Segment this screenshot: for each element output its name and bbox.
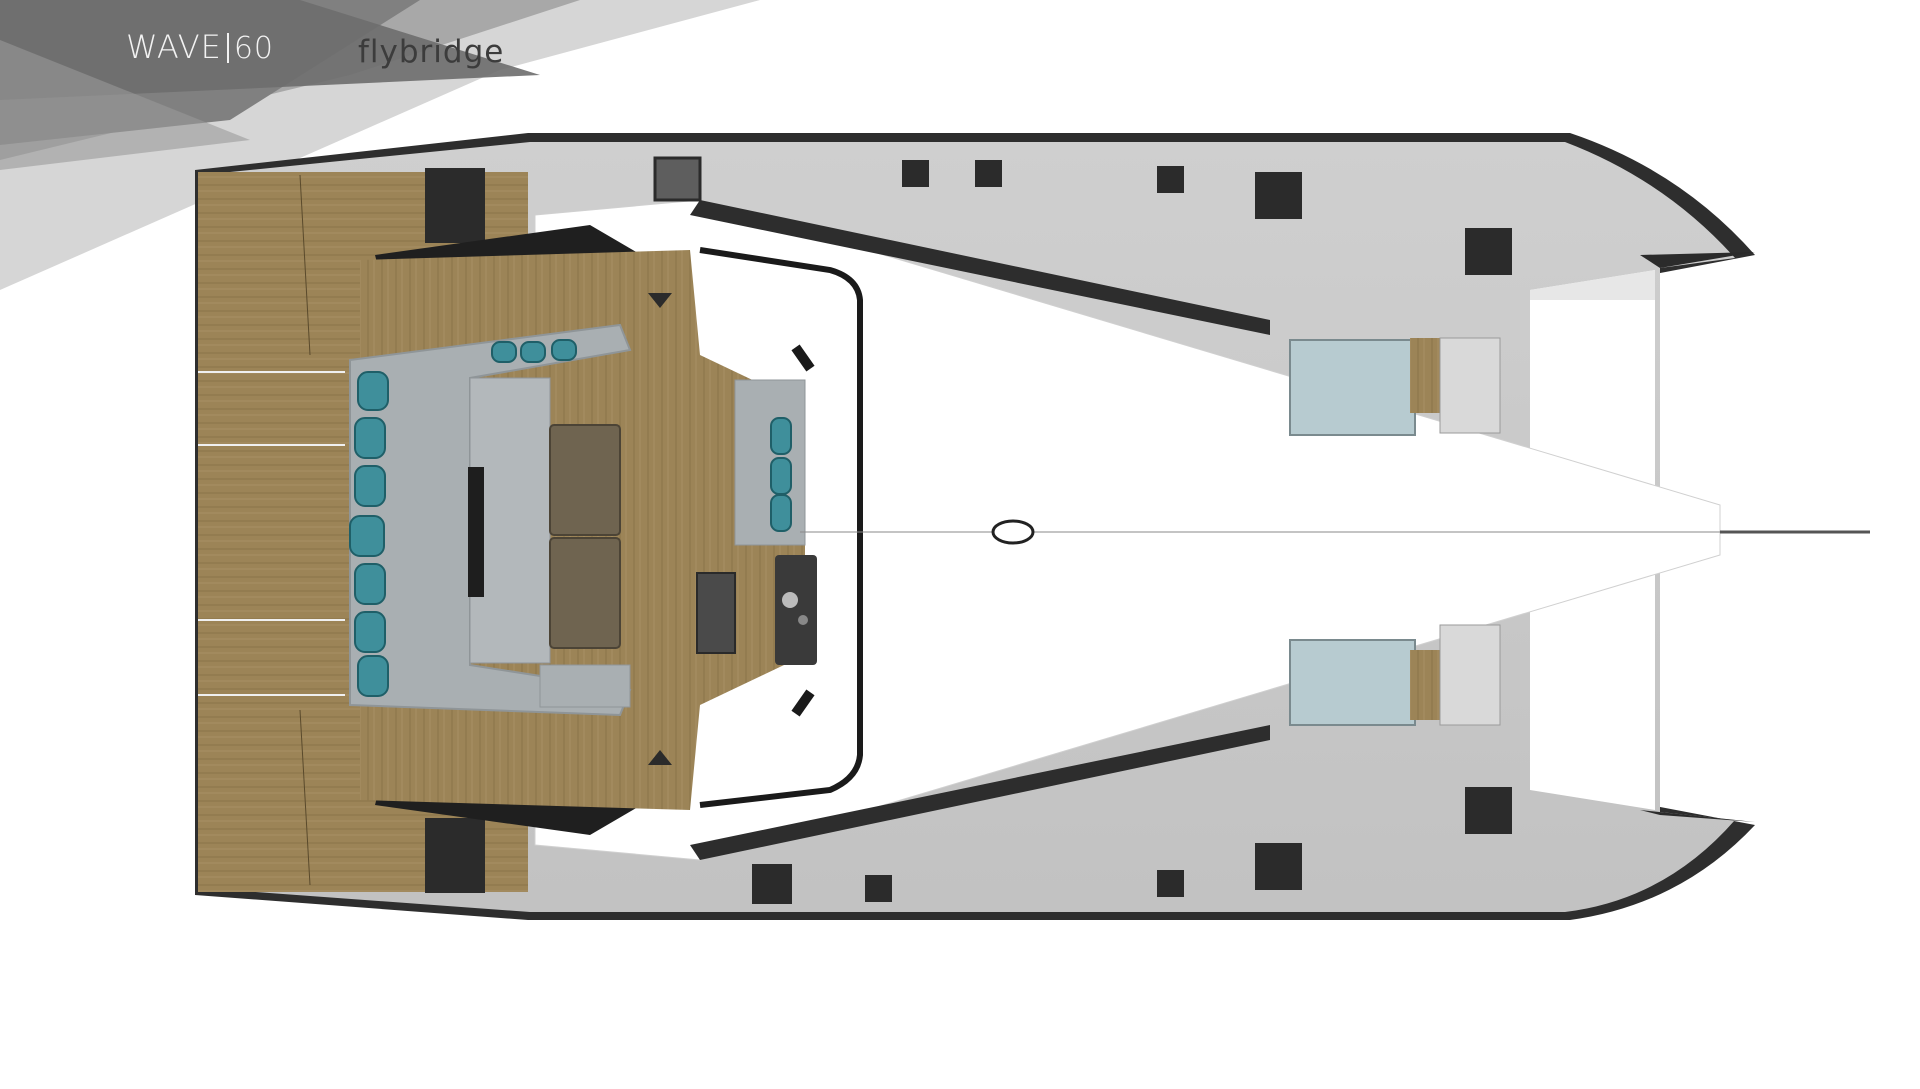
- cleat: [791, 344, 815, 372]
- helm-console-icon: [775, 555, 817, 665]
- step-arrow-icon: [648, 750, 672, 765]
- mast-step: [991, 519, 1035, 545]
- step-arrow-icon: [648, 293, 672, 308]
- model-number: 60: [233, 31, 275, 66]
- table-top: [549, 424, 621, 536]
- deck-hatch-icon: [425, 168, 485, 243]
- lounge-seating: [349, 323, 806, 717]
- helm-seat: [696, 572, 736, 654]
- bow-glass-hatch: [1289, 337, 1501, 726]
- model-separator: [226, 33, 229, 63]
- model-name: WAVE: [126, 28, 222, 66]
- table-top: [549, 537, 621, 649]
- deck-hatches: [653, 156, 1512, 904]
- pillows: [349, 339, 792, 697]
- title-banner: [0, 0, 760, 290]
- cleat: [791, 689, 815, 717]
- model-name-label: WAVE 60: [126, 28, 274, 66]
- deck-hatch-icon: [425, 818, 485, 893]
- deck-level-label: flybridge: [358, 34, 505, 70]
